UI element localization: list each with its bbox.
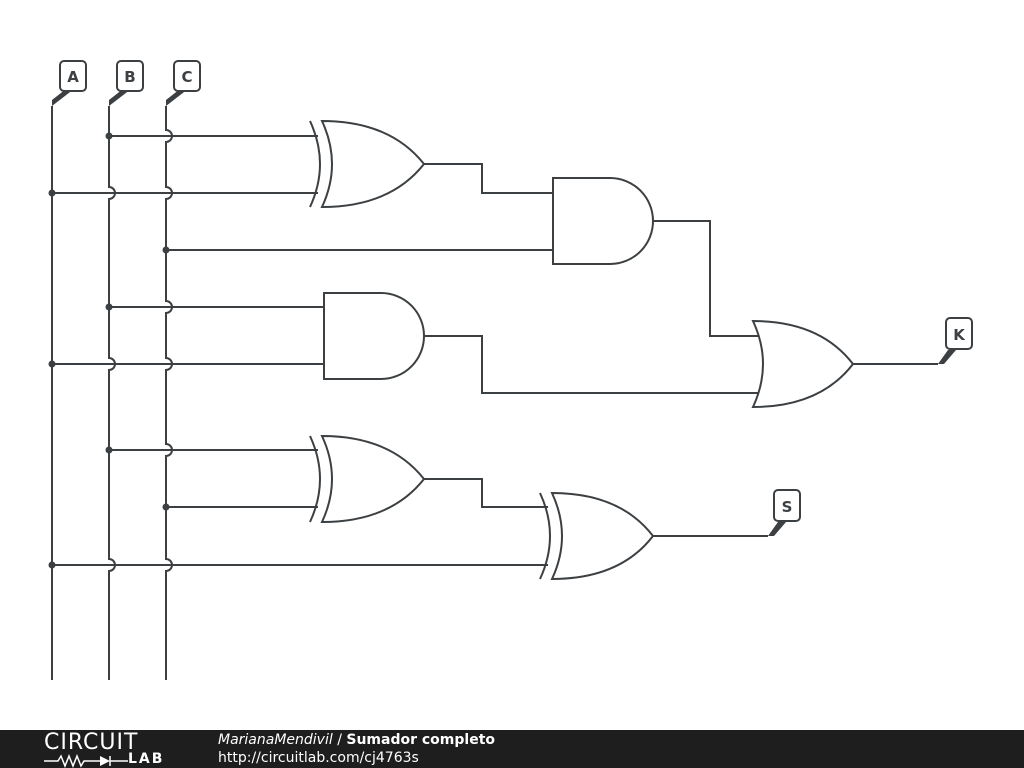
and-gate-1: [552, 177, 654, 265]
input-flag-b: B: [109, 60, 144, 106]
input-flag-a: A: [52, 60, 87, 106]
junction-a-2: [48, 360, 56, 368]
junction-b-3: [105, 446, 113, 454]
xor-gate-3: [539, 491, 655, 581]
input-label-a: A: [67, 68, 79, 86]
circuit-meta: MarianaMendivil / Sumador completo http:…: [218, 731, 495, 767]
logo-text-top: CIRCUIT: [44, 730, 139, 755]
output-label-s: S: [782, 498, 793, 516]
wire-and1-or1: [653, 220, 760, 337]
author-link[interactable]: MarianaMendivil: [218, 732, 333, 748]
footer-bar: CIRCUIT LAB MarianaMendivil / Sumador co…: [0, 730, 1024, 768]
resistor-diode-icon: [44, 754, 128, 768]
or-gate-1: [751, 319, 855, 409]
junction-c-1: [162, 246, 170, 254]
author-title-line: MarianaMendivil / Sumador completo: [218, 731, 495, 749]
junction-a-3: [48, 561, 56, 569]
logo-text-bottom: LAB: [128, 751, 165, 767]
wire-xor1-and1: [424, 163, 553, 194]
xor-gate-1: [309, 119, 426, 209]
bus-c: [165, 106, 173, 680]
input-label-c: C: [181, 68, 192, 86]
junction-c-2: [162, 503, 170, 511]
output-flag-s: S: [768, 489, 801, 536]
wire-and2-or1: [424, 335, 760, 394]
circuit-schematic: A B C K S: [48, 60, 973, 680]
circuit-title: Sumador completo: [346, 732, 496, 748]
junction-a-1: [48, 189, 56, 197]
junction-b-1: [105, 132, 113, 140]
wire-xor2-xor3: [424, 478, 548, 508]
output-label-k: K: [953, 326, 966, 344]
output-flag-k: K: [938, 317, 973, 364]
input-flag-c: C: [166, 60, 201, 106]
circuitlab-logo[interactable]: CIRCUIT LAB: [44, 732, 176, 768]
title-separator: /: [332, 732, 347, 748]
xor-gate-2: [309, 434, 426, 524]
input-label-b: B: [124, 68, 135, 86]
and-gate-2: [323, 292, 425, 380]
junction-b-2: [105, 303, 113, 311]
circuit-url[interactable]: http://circuitlab.com/cj4763s: [218, 750, 419, 766]
